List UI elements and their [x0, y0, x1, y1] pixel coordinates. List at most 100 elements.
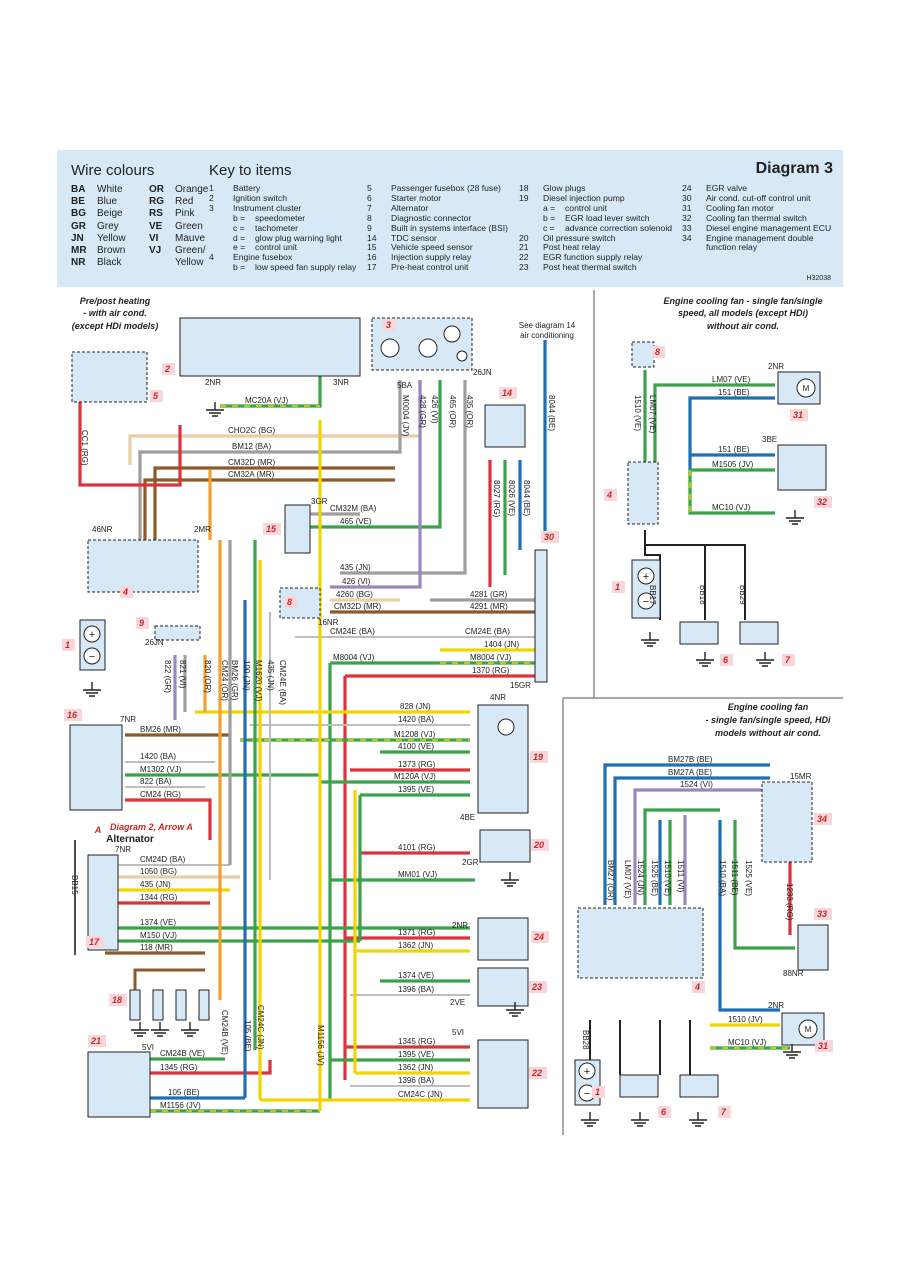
connector-label: 3NR	[333, 378, 349, 387]
connector-label: 2NR	[768, 362, 784, 371]
item-tag-7: 7	[721, 1107, 727, 1117]
tag-bg	[531, 839, 549, 851]
vertical-label: 1510 (BA)	[718, 860, 727, 896]
wire-1345b	[150, 1060, 272, 1075]
wire-label-w151a: 151 (BE)	[718, 388, 750, 397]
svg-text:+: +	[89, 629, 95, 641]
wire-label-w1420a: 1420 (BA)	[398, 715, 434, 724]
note-arrow-letter: A	[94, 825, 102, 835]
wire-label-cm24b: CM24B (VE)	[160, 1049, 205, 1058]
svg-text:−: −	[89, 651, 95, 663]
key-item: a =control unit	[543, 202, 608, 213]
wire-1511be	[718, 820, 780, 1012]
wire-label-w1396b: 1396 (BA)	[398, 1076, 434, 1085]
ground-icon	[206, 402, 224, 417]
wire-label-w105: 105 (BE)	[168, 1088, 200, 1097]
tag-bg	[612, 581, 625, 593]
wire-label-w1362b: 1362 (JN)	[398, 1063, 433, 1072]
vertical-label: 8026 (VE)	[507, 480, 516, 516]
vertical-label: CM24B (VE)	[220, 1010, 229, 1055]
ground-icon	[641, 632, 659, 647]
key-title: Key to items	[209, 162, 292, 179]
wire-colours-title: Wire colours	[71, 162, 155, 179]
item-tag-4: 4	[694, 982, 700, 992]
vertical-label: CM24C (JN)	[256, 1005, 265, 1050]
item-tag-1: 1	[615, 582, 620, 592]
wire-cm32d	[153, 466, 395, 540]
ground-icon	[696, 652, 714, 667]
ground-icon	[581, 1112, 599, 1127]
vertical-label: BB29	[738, 585, 747, 605]
note-aircond: air conditioning	[520, 331, 574, 340]
alternator-7-bottom	[679, 1074, 719, 1098]
thermal-switch-32	[777, 444, 827, 491]
wire-label-bm27b: BM27B (BE)	[668, 755, 713, 764]
wire-1524	[633, 788, 770, 905]
wire-label-w1370: 1370 (RG)	[472, 666, 510, 675]
connector-label: 4NR	[490, 693, 506, 702]
wires-right-bottom	[589, 763, 795, 1075]
battery-symbols	[83, 567, 655, 1102]
item-tag-17: 17	[89, 937, 100, 947]
section-left-title-2: - with air cond.	[83, 308, 147, 318]
ground-icon	[786, 510, 804, 525]
vertical-label: 821 (VI)	[178, 660, 187, 689]
wire-label-cm32d: CM32D (MR)	[228, 458, 275, 467]
vertical-label: BB15	[70, 875, 79, 895]
tag-bg	[530, 751, 548, 763]
connector-label: 5VI	[452, 1028, 464, 1037]
tag-bg	[499, 387, 517, 399]
vertical-label: BM27 (OR)	[606, 860, 615, 901]
connector-label: 2GR	[462, 858, 479, 867]
ground-icon	[131, 1022, 149, 1037]
vertical-label: LM07 (VE)	[648, 395, 657, 434]
wire-cm24	[125, 798, 212, 840]
key-item: function relay	[706, 242, 758, 253]
wire-label-bm26: BM26 (MR)	[140, 725, 181, 734]
key-item: d =glow plug warning light	[233, 232, 342, 243]
vertical-label: BB17	[648, 585, 657, 605]
section-rtop-title-3: without air cond.	[707, 321, 779, 331]
vertical-label: BB28	[581, 1030, 590, 1050]
vertical-wire-labels: M0004 (JV)428 (GR)426 (VI)465 (OR)435 (O…	[70, 395, 794, 1066]
svg-text:+: +	[584, 1066, 590, 1078]
item-tag-6: 6	[661, 1107, 667, 1117]
diagram-ref: H32038	[806, 275, 831, 282]
wire-label-w4291: 4291 (MR)	[470, 602, 508, 611]
egr-relay-22	[477, 1039, 529, 1109]
svg-text:+: +	[643, 571, 649, 583]
wire-label-w1345b: 1345 (RG)	[160, 1063, 198, 1072]
wire-lm07b	[643, 808, 720, 905]
wire-cc1	[78, 385, 182, 487]
vertical-label: 465 (OR)	[448, 395, 457, 428]
wire-lm07	[653, 383, 775, 465]
wire-label-w1050: 1050 (BG)	[140, 867, 177, 876]
vertical-label: 1524 (JN)	[636, 860, 645, 895]
vertical-label: 1525 (BE)	[650, 860, 659, 896]
vertical-label: M1156 (JV)	[316, 1025, 325, 1066]
vertical-label: 1510 (VE)	[633, 395, 642, 431]
connector-label: 16NR	[318, 618, 339, 627]
section-rtop-title-2: speed, all models (except HDi)	[678, 308, 808, 318]
wire-label-m1302: M1302 (VJ)	[140, 765, 182, 774]
item-tag-23: 23	[531, 982, 542, 992]
vertical-label: BM26 (GR)	[230, 660, 239, 701]
section-rbot-title-2: - single fan/single speed, HDi	[705, 715, 831, 725]
connector-label: 46NR	[92, 525, 113, 534]
vertical-label: 1511 (BE)	[730, 860, 739, 896]
vertical-label: CM24E (BA)	[278, 660, 287, 705]
item-tag-21: 21	[90, 1036, 101, 1046]
post-heat-relay-21	[87, 1051, 151, 1118]
